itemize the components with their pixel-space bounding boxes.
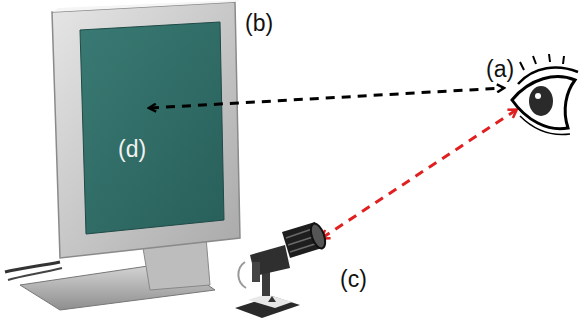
monitor-screen: [80, 22, 224, 234]
eye: [512, 54, 578, 134]
callout-label: (c): [340, 268, 367, 291]
monitor-edge: [52, 0, 240, 12]
camera-arrow: [322, 110, 516, 238]
monitor-bezel: [52, 2, 240, 258]
gaze-arrow: [150, 88, 503, 108]
callout-label: (b): [245, 12, 273, 35]
camera: [235, 222, 328, 318]
callout-label: (d): [118, 138, 146, 161]
cable: [8, 268, 62, 280]
callout-label: (a): [486, 58, 514, 81]
